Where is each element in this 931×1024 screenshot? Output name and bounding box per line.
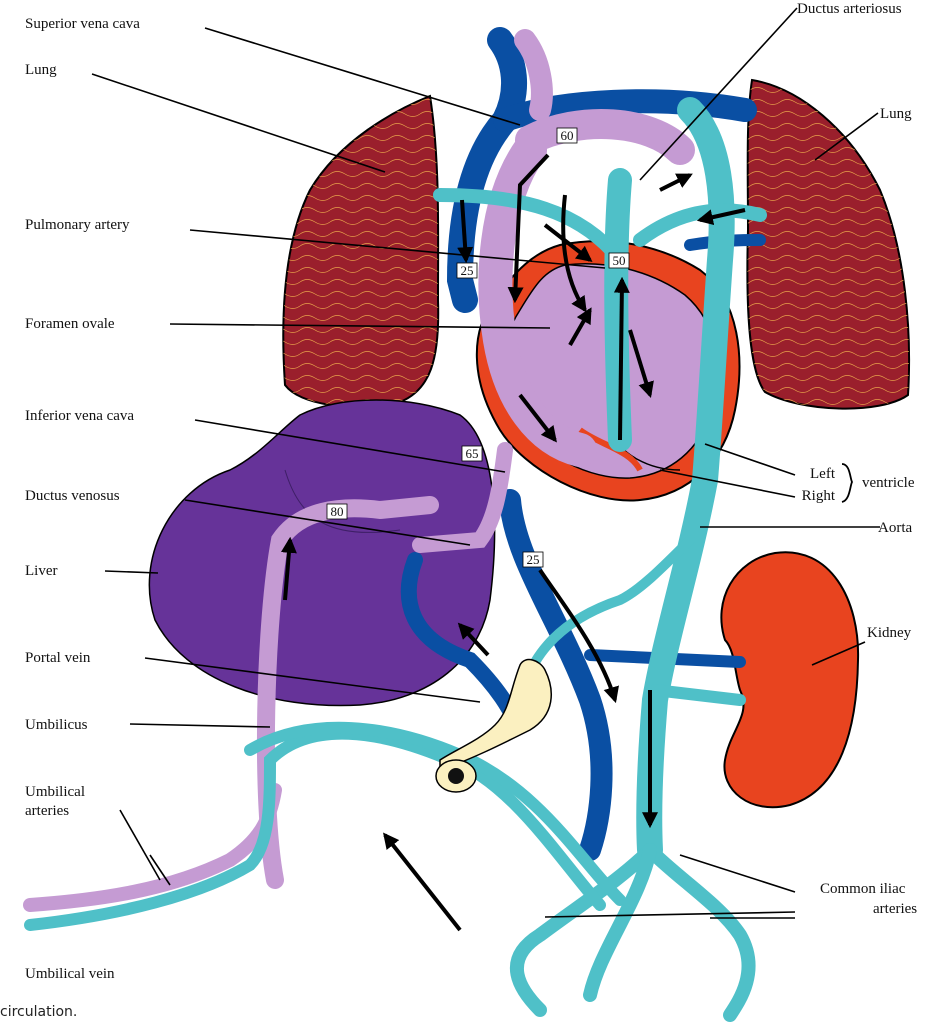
label-liver: Liver	[25, 563, 57, 579]
sat-svc: 60	[561, 128, 574, 143]
sat-right-atrium: 25	[461, 263, 474, 278]
figure-caption: circulation.	[0, 1004, 78, 1020]
labels: Superior vena cava Lung Ductus arteriosu…	[25, 1, 917, 982]
label-inferior-vena-cava: Inferior vena cava	[25, 408, 134, 424]
intestine-segment	[435, 658, 552, 793]
label-ductus-venosus: Ductus venosus	[25, 488, 120, 504]
label-right: Right	[802, 488, 836, 504]
label-common-iliac-2: arteries	[873, 901, 917, 917]
label-umbilical-arteries-2: arteries	[25, 803, 69, 819]
ventricle-brace	[841, 463, 854, 503]
sat-pulmonary: 50	[613, 253, 626, 268]
sat-ivc: 65	[466, 446, 479, 461]
label-superior-vena-cava: Superior vena cava	[25, 16, 140, 32]
label-pulmonary-artery: Pulmonary artery	[25, 217, 130, 233]
label-ductus-arteriosus: Ductus arteriosus	[797, 1, 902, 17]
label-umbilical-arteries-1: Umbilical	[25, 784, 85, 800]
label-aorta: Aorta	[878, 520, 912, 536]
liver	[148, 399, 496, 707]
label-portal-vein: Portal vein	[25, 650, 91, 666]
label-umbilical-vein: Umbilical vein	[25, 966, 115, 982]
left-lung	[282, 94, 440, 408]
label-lung-right: Lung	[880, 106, 912, 122]
saturation-values: 60 50 25 65 80 25	[326, 127, 630, 568]
sat-lower-ivc: 25	[527, 552, 540, 567]
label-lung-left: Lung	[25, 62, 57, 78]
leader-lines	[91, 7, 880, 919]
label-foramen-ovale: Foramen ovale	[25, 316, 115, 332]
label-left: Left	[810, 466, 836, 482]
right-lung	[746, 78, 911, 410]
label-common-iliac-1: Common iliac	[820, 881, 906, 897]
label-ventricle: ventricle	[862, 475, 915, 491]
kidney	[720, 551, 860, 809]
label-umbilicus: Umbilicus	[25, 717, 88, 733]
sat-ductus-venosus: 80	[331, 504, 344, 519]
flow-arrows	[280, 153, 746, 932]
label-kidney: Kidney	[867, 625, 912, 641]
